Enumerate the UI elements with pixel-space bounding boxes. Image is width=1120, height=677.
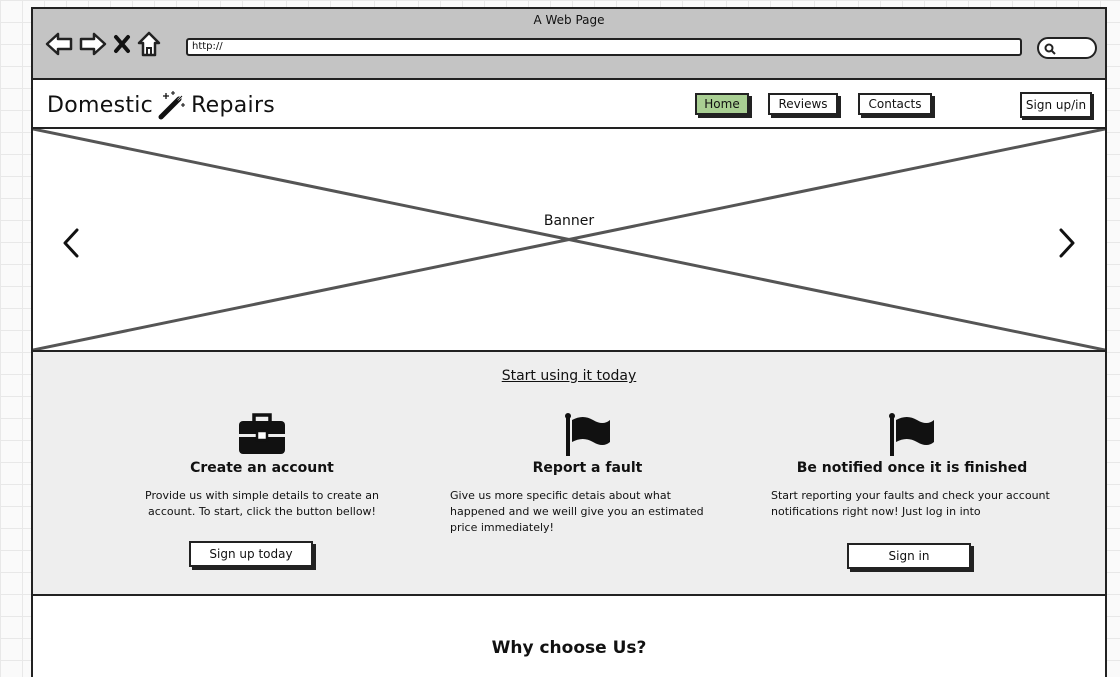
- feature-be-notified: Be notified once it is finished Start re…: [771, 412, 1053, 520]
- banner-placeholder-image: [33, 129, 1105, 350]
- site-header: Domestic Repairs Home Reviews Contacts S…: [33, 80, 1105, 129]
- search-icon: [1044, 43, 1056, 55]
- magic-wand-icon: [158, 91, 186, 120]
- forward-arrow-icon[interactable]: [79, 32, 107, 56]
- nav-contacts-button[interactable]: Contacts: [858, 93, 932, 115]
- sign-up-today-button[interactable]: Sign up today: [189, 541, 313, 567]
- brand-name-first: Domestic: [47, 92, 154, 118]
- feature-title: Create an account: [190, 460, 334, 476]
- features-title-link[interactable]: Start using it today: [501, 368, 637, 384]
- url-input[interactable]: http://: [186, 38, 1022, 56]
- feature-title: Report a fault: [532, 460, 643, 476]
- flag-icon: [889, 413, 934, 456]
- feature-description: Provide us with simple details to create…: [145, 489, 379, 518]
- back-arrow-icon[interactable]: [45, 32, 73, 56]
- close-icon[interactable]: [113, 34, 131, 54]
- feature-report-fault: Report a fault Give us more specific det…: [450, 412, 725, 536]
- brand-name-second: Repairs: [191, 92, 276, 118]
- window-title: A Web Page: [533, 13, 605, 27]
- home-icon[interactable]: [137, 31, 161, 57]
- brand-logo[interactable]: Domestic Repairs: [47, 90, 275, 120]
- browser-chrome: A Web Page http://: [33, 9, 1105, 80]
- browser-search-field[interactable]: [1037, 37, 1097, 59]
- feature-description: Start reporting your faults and check yo…: [771, 489, 1050, 518]
- sign-in-cta-button[interactable]: Sign in: [847, 543, 971, 569]
- why-choose-us-section: Why choose Us?: [33, 596, 1105, 677]
- feature-title: Be notified once it is finished: [796, 460, 1028, 476]
- carousel-next-icon[interactable]: [1057, 227, 1077, 259]
- flag-icon: [564, 413, 610, 456]
- why-choose-us-title: Why choose Us?: [491, 638, 647, 658]
- feature-description: Give us more specific detais about what …: [450, 489, 704, 534]
- browser-nav-icons: [45, 29, 161, 59]
- feature-create-account: Create an account Provide us with simple…: [133, 412, 391, 520]
- briefcase-icon: [239, 413, 285, 454]
- nav-home-button[interactable]: Home: [695, 93, 749, 115]
- banner-label: Banner: [543, 213, 595, 229]
- sign-in-button[interactable]: Sign up/in: [1020, 92, 1092, 118]
- hero-banner: Banner: [33, 129, 1105, 352]
- features-section: Start using it today Create an account P…: [33, 352, 1105, 596]
- carousel-prev-icon[interactable]: [61, 227, 81, 259]
- browser-window: A Web Page http:// Dom: [31, 7, 1107, 677]
- nav-reviews-button[interactable]: Reviews: [768, 93, 838, 115]
